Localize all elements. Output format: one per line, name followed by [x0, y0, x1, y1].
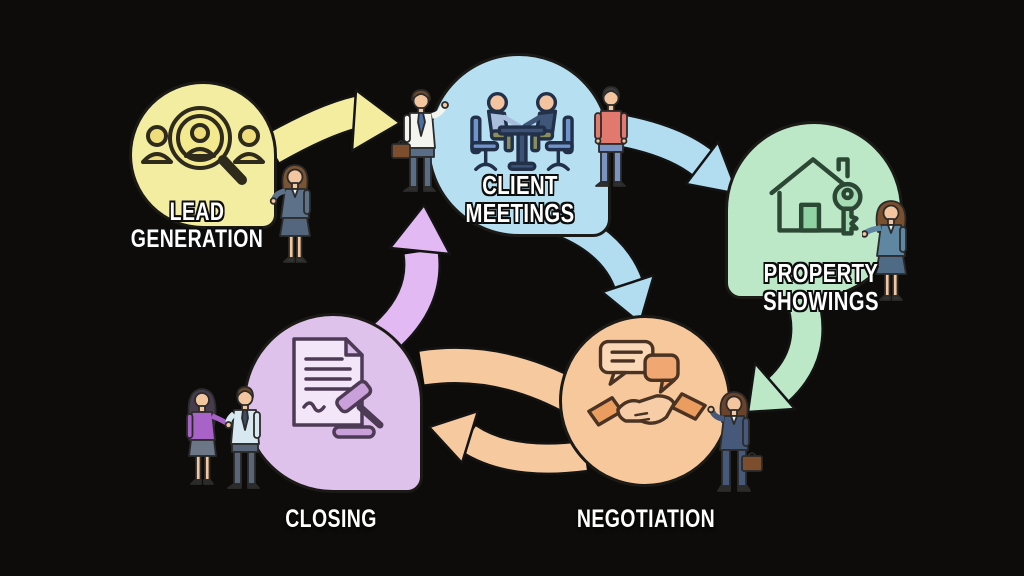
figure-agent-lead — [269, 164, 311, 263]
label-closing: CLOSING — [285, 505, 377, 533]
arrow-closing-to-meetings — [371, 203, 452, 353]
label-negotiation: NEGOTIATION — [576, 505, 716, 533]
handshake-chat-icon — [587, 339, 707, 427]
meeting-table-icon — [470, 91, 574, 171]
lead-search-icon — [141, 106, 265, 185]
arrow-lead-to-meetings — [263, 88, 402, 165]
figure-client-briefcase — [391, 89, 449, 192]
label-property-showings: PROPERTY SHOWINGS — [763, 258, 879, 317]
figure-closing-couple — [186, 386, 261, 489]
label-lead-generation: LEAD GENERATION — [130, 198, 264, 253]
label-client-meetings: CLIENT MEETINGS — [465, 170, 575, 229]
figure-agent-showings — [862, 200, 907, 301]
house-key-icon — [769, 157, 863, 236]
figure-agent-negotiation — [707, 391, 763, 492]
contract-gavel-icon — [292, 337, 384, 439]
figure-client-casual — [594, 86, 628, 187]
arrow-showings-to-negotiation — [746, 289, 824, 414]
